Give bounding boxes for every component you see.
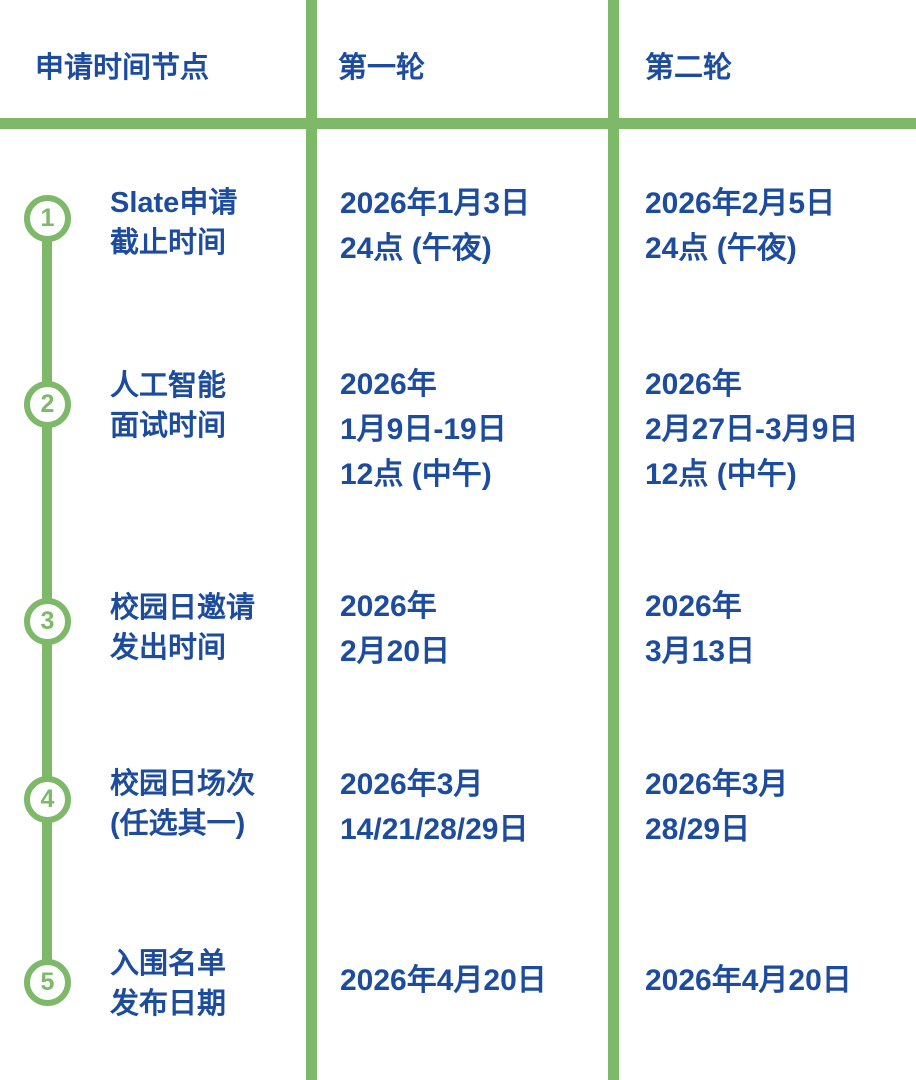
header-divider — [0, 118, 916, 129]
row-5-label: 入围名单 发布日期 — [110, 948, 227, 1020]
row-3-label: 校园日邀请 发出时间 — [110, 592, 256, 664]
row-2-round-1-value: 2026年 1月9日-19日 12点 (中午) — [340, 368, 507, 491]
row-2-label: 人工智能 面试时间 — [110, 370, 227, 442]
header-col-round1: 第一轮 — [338, 52, 426, 84]
row-5-round-2-value: 2026年4月20日 — [645, 964, 852, 997]
step-number-5: 5 — [40, 968, 55, 996]
row-4-round-1-value: 2026年3月 14/21/28/29日 — [340, 768, 529, 846]
row-3-round-2-value: 2026年 3月13日 — [645, 590, 756, 668]
row-4-round-2-value: 2026年3月 28/29日 — [645, 768, 789, 846]
step-circle-1: 1 — [24, 195, 71, 242]
step-circle-2: 2 — [24, 381, 71, 428]
column-divider-1 — [306, 0, 317, 1080]
step-circle-5: 5 — [24, 959, 71, 1006]
step-number-4: 4 — [40, 785, 55, 813]
row-1-round-1-value: 2026年1月3日 24点 (午夜) — [340, 187, 531, 265]
row-1-label: Slate申请 截止时间 — [110, 187, 238, 259]
step-circle-4: 4 — [24, 776, 71, 823]
row-4-label: 校园日场次 (任选其一) — [110, 768, 256, 840]
row-5-round-1-value: 2026年4月20日 — [340, 964, 547, 997]
header-col-round2: 第二轮 — [645, 52, 733, 84]
step-number-1: 1 — [40, 204, 55, 232]
column-divider-2 — [608, 0, 619, 1080]
row-2-round-2-value: 2026年 2月27日-3月9日 12点 (中午) — [645, 368, 859, 491]
row-1-round-2-value: 2026年2月5日 24点 (午夜) — [645, 187, 836, 265]
step-number-3: 3 — [40, 607, 55, 635]
header-col-milestones: 申请时间节点 — [35, 52, 210, 84]
step-circle-3: 3 — [24, 598, 71, 645]
row-3-round-1-value: 2026年 2月20日 — [340, 590, 451, 668]
step-number-2: 2 — [40, 390, 55, 418]
